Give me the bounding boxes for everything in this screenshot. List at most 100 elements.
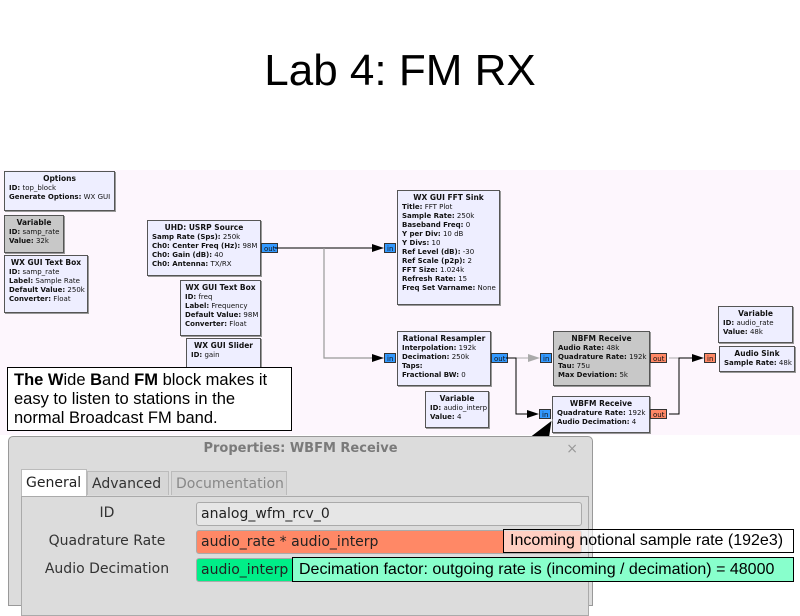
block-title: Variable — [439, 394, 475, 403]
param-value: Frequency — [211, 302, 248, 310]
param-key: Converter: — [185, 320, 228, 328]
param-value: audio_rate — [736, 319, 774, 327]
param-key: Refresh Rate: — [402, 275, 456, 283]
param-value: 40 — [214, 251, 224, 259]
param-value: FFT Plot — [424, 203, 453, 211]
block-param-row: Audio Rate: 48k — [558, 344, 645, 353]
tab-advanced[interactable]: Advanced — [87, 471, 169, 495]
block-param-row: ID: samp_rate — [9, 228, 59, 237]
param-value: 10 — [431, 239, 441, 247]
block-param-row: Value: 32k — [9, 237, 59, 246]
block-param-row: Value: 48k — [723, 328, 788, 337]
wbfm-callout: The Wide Band FM block makes it easy to … — [7, 367, 292, 431]
param-value: 48k — [778, 359, 792, 367]
param-value: 15 — [458, 275, 468, 283]
block-param-row: Sample Rate: 48k — [724, 359, 792, 368]
tab-documentation[interactable]: Documentation — [171, 471, 287, 495]
block-param-row: ID: freq — [185, 293, 256, 302]
param-label-audio-decimation: Audio Decimation — [44, 561, 170, 577]
callout-bold-b: B — [90, 371, 103, 389]
param-key: Quadrature Rate: — [557, 409, 626, 417]
param-value: WX GUI — [83, 193, 111, 201]
block-title: WX GUI FFT Sink — [413, 193, 484, 202]
block-param-row: ID: samp_rate — [9, 268, 83, 277]
param-key: Title: — [402, 203, 423, 211]
block-param-row: Default Value: 250k — [9, 286, 85, 295]
param-key: Label: — [185, 302, 210, 310]
param-label-id: ID — [99, 505, 115, 521]
param-key: Baseband Freq: — [402, 221, 464, 229]
param-key: Tau: — [558, 362, 575, 370]
tab-general[interactable]: General — [21, 469, 87, 497]
param-key: Decimation: — [402, 353, 450, 361]
block-param-row: Y Divs: 10 — [402, 239, 495, 248]
param-value: 250k — [456, 212, 475, 220]
nbfm-out-port[interactable]: out — [650, 353, 668, 363]
param-value: None — [477, 284, 496, 292]
param-value: 0 — [461, 371, 466, 379]
resampler-in-port[interactable]: in — [384, 353, 397, 363]
param-value: TX/RX — [210, 260, 232, 268]
callout-text-ide: ide — [63, 371, 91, 389]
param-key: Interpolation: — [402, 344, 457, 352]
block-title: Rational Resampler — [402, 334, 486, 343]
param-key: Ch0: Center Freq (Hz): — [152, 242, 241, 250]
param-key: ID: — [9, 268, 21, 276]
block-param-row: ID: top_block — [9, 184, 110, 193]
resampler-out-port[interactable]: out — [491, 353, 509, 363]
block-param-row: FFT Size: 1.024k — [402, 266, 495, 275]
block-param-row: Default Value: 98M — [185, 311, 259, 320]
block-param-row: Quadrature Rate: 192k — [558, 353, 646, 362]
param-value: 98M — [243, 311, 259, 319]
param-value: 0 — [465, 221, 471, 229]
param-value: audio_interp — [443, 404, 488, 412]
callout-text-rest: block makes it easy to listen to station… — [14, 371, 268, 427]
param-value: 48k — [606, 344, 620, 352]
block-param-row: Fractional BW: 0 — [402, 371, 486, 380]
param-key: Samp Rate (Sps): — [152, 233, 221, 241]
fft-sink-in-port[interactable]: in — [384, 243, 397, 253]
audio-decimation-annotation: Decimation factor: outgoing rate is (inc… — [292, 557, 794, 582]
id-field[interactable]: analog_wfm_rcv_0 — [196, 502, 582, 526]
param-value: 48k — [749, 328, 763, 336]
block-param-row: Title: FFT Plot — [402, 203, 495, 212]
param-key: Y per Div: — [402, 230, 441, 238]
param-key: Fractional BW: — [402, 371, 460, 379]
param-value: 4 — [631, 418, 637, 426]
block-param-row: Sample Rate: 250k — [402, 212, 495, 221]
block-param-row: Max Deviation: 5k — [558, 371, 645, 380]
param-key: Value: — [723, 328, 748, 336]
nbfm-in-port[interactable]: in — [540, 353, 553, 363]
param-value: Sample Rate — [35, 277, 80, 285]
block-param-row: Freq Set Varname: None — [402, 284, 496, 293]
param-value: 192k — [458, 344, 477, 352]
wbfm-in-port[interactable]: in — [539, 409, 552, 419]
callout-bold-fm: FM — [134, 371, 158, 389]
block-param-row: Converter: Float — [185, 320, 256, 329]
usrp-source-out-port[interactable]: out — [261, 243, 279, 253]
block-param-row: Ch0: Gain (dB): 40 — [152, 251, 256, 260]
wbfm-out-port[interactable]: out — [650, 409, 668, 419]
block-param-row: ID: gain — [191, 351, 256, 360]
param-value: 250k — [451, 353, 470, 361]
audio-sink-in-port[interactable]: in — [704, 353, 717, 363]
quadrature-rate-annotation: Incoming notional sample rate (192e3) — [503, 529, 794, 553]
param-value: Float — [53, 295, 71, 303]
param-key: Quadrature Rate: — [558, 353, 627, 361]
block-param-row: Ch0: Center Freq (Hz): 98M — [152, 242, 257, 251]
block-title: Audio Sink — [734, 349, 780, 358]
param-key: Taps: — [402, 362, 423, 370]
close-icon[interactable]: × — [566, 441, 578, 457]
